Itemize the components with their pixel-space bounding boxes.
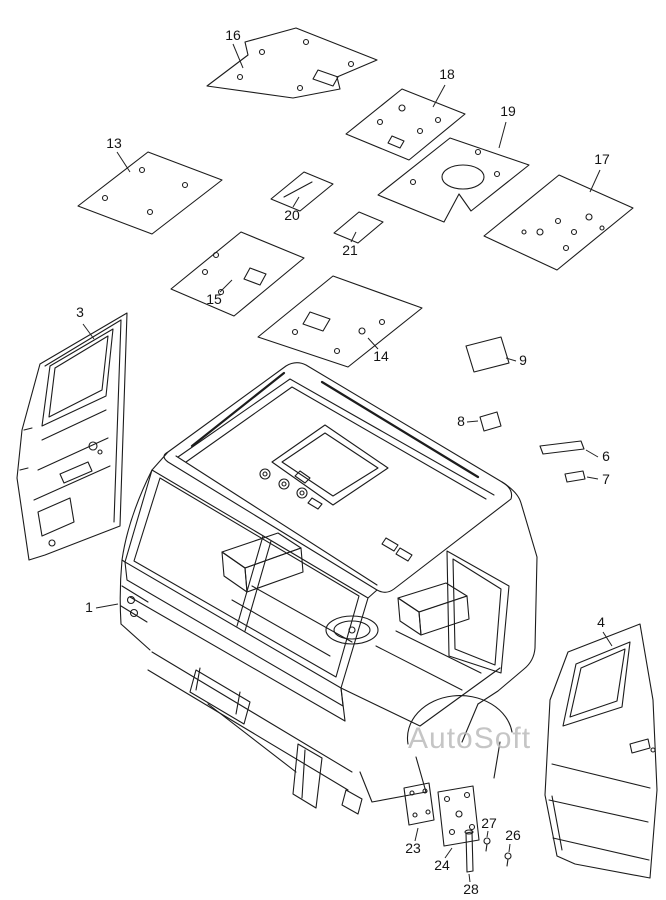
front-left-corner (119, 469, 153, 651)
part-7-strip (564, 470, 586, 483)
callout-28: 28 (463, 881, 479, 897)
callout-9: 9 (519, 352, 527, 368)
leader-line-7 (586, 476, 599, 480)
callout-24: 24 (434, 857, 450, 873)
cab-body-drawing (119, 362, 538, 815)
callouts: 16 18 19 13 17 20 21 15 14 3 9 8 6 7 1 4… (76, 27, 610, 897)
callout-7: 7 (602, 471, 610, 487)
leader-line-13 (116, 151, 131, 173)
leader-line-24 (444, 847, 453, 859)
leader-line-1 (95, 603, 119, 609)
callout-19: 19 (500, 103, 516, 119)
front-lower-panel (124, 561, 346, 722)
callout-13: 13 (106, 135, 122, 151)
leader-line-26 (508, 843, 511, 853)
leader-line-8 (466, 420, 479, 423)
part-27-screw (483, 837, 491, 852)
callout-20: 20 (284, 207, 300, 223)
cab-roof (163, 362, 513, 593)
leader-line-18 (432, 84, 446, 108)
cab-interior-floor (221, 532, 501, 727)
under-frame (147, 651, 363, 815)
leader-line-15 (219, 279, 233, 293)
leader-line-9 (505, 357, 517, 362)
callout-6: 6 (602, 448, 610, 464)
part-23-plate (403, 782, 435, 826)
callout-3: 3 (76, 304, 84, 320)
cab-right-wall (381, 481, 538, 743)
callout-16: 16 (225, 27, 241, 43)
panel-17 (483, 174, 634, 271)
door-handle (629, 738, 651, 754)
callout-23: 23 (405, 840, 421, 856)
watermark-text: AutoSoft (408, 722, 531, 755)
seat-base-left (221, 532, 302, 569)
engine-tunnel (325, 615, 379, 645)
callout-26: 26 (505, 827, 521, 843)
part-24-hinge-plate (437, 785, 480, 847)
leader-line-3 (82, 323, 95, 340)
part-26-screw (504, 852, 512, 867)
callout-14: 14 (373, 348, 389, 364)
callout-15: 15 (206, 291, 222, 307)
leader-line-27 (486, 830, 489, 838)
part-6-strip (539, 440, 585, 455)
panel-14 (257, 275, 423, 368)
leader-line-6 (585, 449, 599, 458)
part-28-pin (464, 829, 474, 873)
panel-16 (206, 27, 378, 99)
part-9-pad (465, 336, 510, 373)
left-door-pocket (37, 497, 75, 537)
panel-13 (77, 151, 223, 235)
callout-1: 1 (85, 599, 93, 615)
wheel-arch (359, 695, 513, 803)
cowl-vents (259, 468, 323, 510)
panel-19 (377, 137, 530, 223)
callout-4: 4 (597, 614, 605, 630)
left-door-drawing (16, 312, 128, 561)
leader-line-20 (292, 196, 300, 208)
panel-15 (170, 231, 305, 317)
callout-8: 8 (457, 413, 465, 429)
door-opening (446, 550, 510, 674)
part-8-pad (479, 411, 502, 432)
left-door-armrest (59, 461, 93, 484)
panel-20 (270, 171, 334, 212)
panel-18 (345, 88, 466, 161)
callout-21: 21 (342, 242, 358, 258)
right-door-drawing (544, 623, 658, 879)
right-door-window (562, 641, 631, 727)
leader-line-14 (367, 337, 379, 350)
panel-21 (333, 211, 384, 244)
left-door-window (41, 328, 114, 427)
leader-lines (82, 43, 613, 883)
roof-hatch (271, 424, 389, 506)
leader-line-21 (350, 231, 357, 243)
callout-27: 27 (481, 815, 497, 831)
leader-line-17 (589, 169, 601, 193)
leader-line-23 (414, 827, 419, 842)
leader-line-28 (468, 873, 471, 883)
callout-18: 18 (439, 66, 455, 82)
small-parts (403, 336, 586, 873)
leader-line-4 (602, 631, 613, 647)
insulation-panels (77, 27, 634, 368)
leader-line-16 (232, 43, 244, 69)
leader-line-19 (498, 121, 507, 149)
callout-17: 17 (594, 151, 610, 167)
